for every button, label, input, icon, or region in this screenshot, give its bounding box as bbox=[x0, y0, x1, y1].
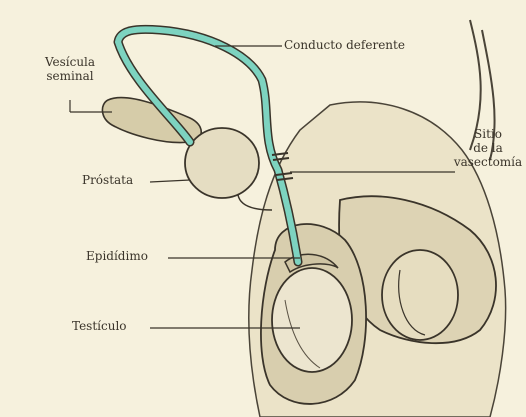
label-vesicula-line2: seminal bbox=[30, 70, 110, 84]
prostate bbox=[185, 128, 259, 198]
glans bbox=[382, 250, 458, 340]
label-prostata: Próstata bbox=[82, 174, 133, 188]
label-vesicula-seminal: Vesícula seminal bbox=[30, 56, 110, 84]
testicle bbox=[272, 268, 352, 372]
label-conducto-deferente: Conducto deferente bbox=[284, 39, 405, 53]
label-sitio-line1: Sitio bbox=[452, 128, 524, 142]
label-sitio-line2: de la bbox=[452, 142, 524, 156]
label-epididimo: Epidídimo bbox=[86, 250, 148, 264]
label-sitio-vasectomia: Sitio de la vasectomía bbox=[452, 128, 524, 169]
label-testiculo: Testículo bbox=[72, 320, 127, 334]
label-sitio-line3: vasectomía bbox=[452, 156, 524, 170]
label-vesicula-line1: Vesícula bbox=[30, 56, 110, 70]
